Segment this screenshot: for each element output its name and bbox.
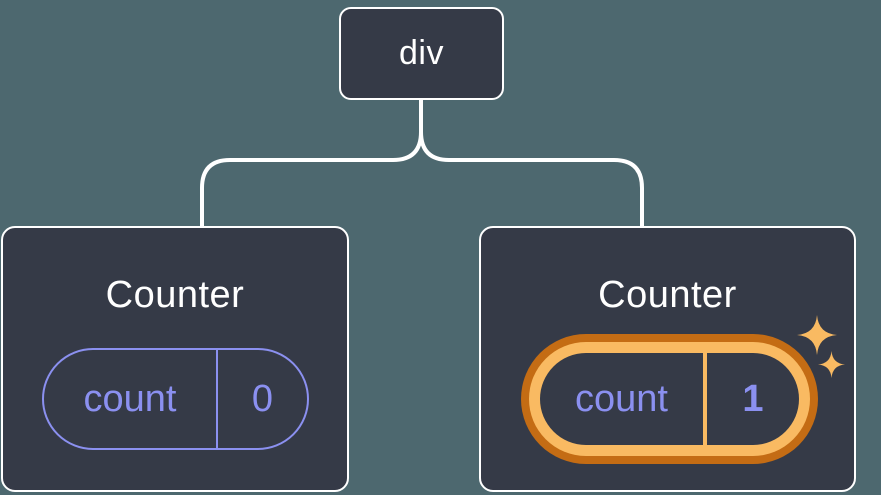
counter-card-right: Counter count 1 <box>479 226 856 492</box>
counter-title: Counter <box>105 274 245 316</box>
state-pill: count 1 <box>540 353 799 445</box>
root-node-div: div <box>339 7 504 100</box>
connector-left-branch <box>200 98 423 228</box>
state-pill-highlight-ring: count 1 <box>521 334 818 464</box>
connector-right-branch <box>419 98 644 228</box>
counter-card-left: Counter count 0 <box>1 226 349 492</box>
state-value: 0 <box>251 377 274 420</box>
state-pill-highlight-inner-ring: count 1 <box>529 342 810 456</box>
counter-title: Counter <box>598 274 737 316</box>
state-name-label: count <box>540 353 707 445</box>
sparkle-large-icon <box>797 315 837 355</box>
state-value: 1 <box>742 377 764 420</box>
root-node-label: div <box>399 34 444 72</box>
sparkle-small-icon <box>818 351 845 378</box>
state-pill: count 0 <box>42 348 309 450</box>
state-name-label: count <box>44 350 218 448</box>
